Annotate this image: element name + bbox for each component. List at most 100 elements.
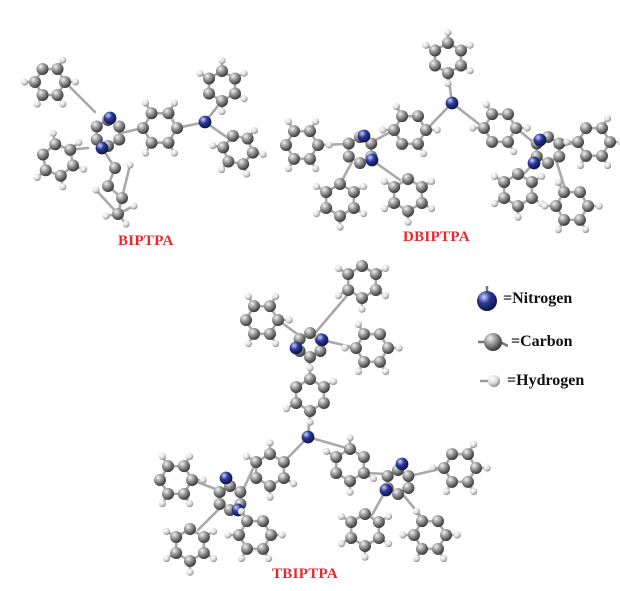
carbon-atom (580, 149, 592, 162)
hydrogen-atom (380, 205, 389, 213)
carbon-atom (54, 169, 67, 182)
carbon-atom (257, 515, 269, 528)
carbon-atom (137, 122, 149, 134)
carbon-atom (264, 300, 276, 313)
bond (63, 80, 97, 114)
hydrogen-atom (242, 452, 251, 460)
carbon-atom (217, 141, 230, 154)
hydrogen-atom (427, 177, 436, 185)
hydrogen-atom (289, 480, 298, 488)
carbon-atom (213, 486, 226, 498)
carbon-atom (429, 59, 442, 72)
carbon-atom (264, 448, 276, 460)
hydrogen-atom (218, 107, 226, 116)
hydrogen-atom (284, 164, 292, 173)
carbon-atom (203, 72, 216, 85)
legend-hydrogen: =Hydrogen (480, 372, 584, 390)
hydrogen-atom (617, 138, 620, 146)
carbon-atom (233, 529, 245, 541)
carbon-atom (432, 542, 444, 555)
carbon-atom (558, 186, 570, 199)
carbon-atom (342, 150, 355, 163)
carbon-atom (402, 482, 415, 494)
hydrogen-atom (470, 440, 478, 449)
hydrogen-atom (49, 129, 57, 137)
hydrogen-atom (361, 553, 369, 561)
carbon-atom (304, 125, 316, 138)
hydrogen-atom (259, 150, 267, 159)
carbon-atom (330, 451, 343, 463)
carbon-atom (280, 139, 292, 151)
hydrogen-atom (141, 99, 150, 107)
carbon-atom (170, 547, 183, 559)
hydrogen-atom (382, 367, 390, 376)
hydrogen-atom (490, 200, 499, 208)
carbon-atom (415, 181, 428, 193)
bond (314, 290, 352, 334)
hydrogen-atom (59, 56, 67, 64)
carbon-atom (248, 300, 260, 313)
nitrogen-atom (198, 115, 212, 129)
hydrogen-atom (554, 178, 563, 187)
nitrogen-atom (315, 333, 329, 347)
hydrogen-atom (158, 499, 166, 508)
carbon-atom (572, 136, 584, 148)
carbon-atom (240, 314, 252, 326)
carbon-atom (317, 397, 330, 409)
hydrogen-atom (285, 316, 293, 324)
hydrogen-atom (186, 568, 194, 576)
hydrogen-atom (354, 367, 362, 376)
carbon-atom (470, 462, 482, 474)
hydrogen-atom (240, 95, 248, 103)
carbon-atom (396, 137, 408, 150)
carbon-atom (356, 260, 368, 272)
hydrogen-atom (420, 149, 428, 158)
carbon-atom (440, 529, 452, 541)
carbon-atom (228, 72, 241, 85)
carbon-atom (357, 467, 370, 479)
carbon-atom (420, 124, 432, 136)
carbon-atom (317, 381, 330, 393)
carbon-atom (248, 327, 260, 340)
carbon-atom (334, 210, 346, 222)
carbon-atom (312, 139, 324, 151)
bond (450, 101, 486, 130)
hydrogen-atom (576, 161, 585, 170)
carbon-atom (525, 176, 538, 188)
carbon-atom (454, 44, 467, 57)
carbon-atom (304, 327, 316, 339)
carbon-atom (408, 529, 420, 541)
hydrogen-atom (334, 292, 343, 300)
carbon-atom (359, 540, 371, 552)
carbon-atom (170, 531, 183, 543)
hydrogen-atom (483, 464, 491, 472)
nitrogen-atom (357, 129, 371, 143)
carbon-atom (277, 456, 290, 468)
carbon-atom (241, 542, 253, 555)
carbon-atom (203, 87, 216, 100)
carbon-atom (392, 488, 404, 500)
nitrogen-atom (533, 133, 547, 147)
carbon-atom (226, 129, 239, 142)
carbon-atom (454, 59, 467, 72)
hydrogen-atom (604, 114, 612, 123)
hydrogen-atom (218, 165, 226, 174)
hydrogen-atom (399, 531, 407, 539)
hydrogen-atom (272, 339, 280, 348)
carbon-atom (382, 342, 394, 354)
hydrogen-atom (218, 56, 226, 65)
hydrogen-atom (266, 493, 274, 501)
nitrogen-atom (103, 111, 117, 125)
hydrogen-atom (541, 202, 549, 210)
carbon-atom (145, 136, 158, 149)
carbon-atom (277, 472, 290, 484)
carbon-atom (222, 155, 235, 168)
carbon-atom (154, 474, 166, 486)
hydrogen-atom (240, 69, 248, 77)
bond (116, 163, 132, 216)
carbon-atom (359, 508, 371, 520)
carbon-atom (388, 197, 401, 209)
carbon-atom (162, 136, 175, 149)
carbon-atom (442, 37, 454, 49)
